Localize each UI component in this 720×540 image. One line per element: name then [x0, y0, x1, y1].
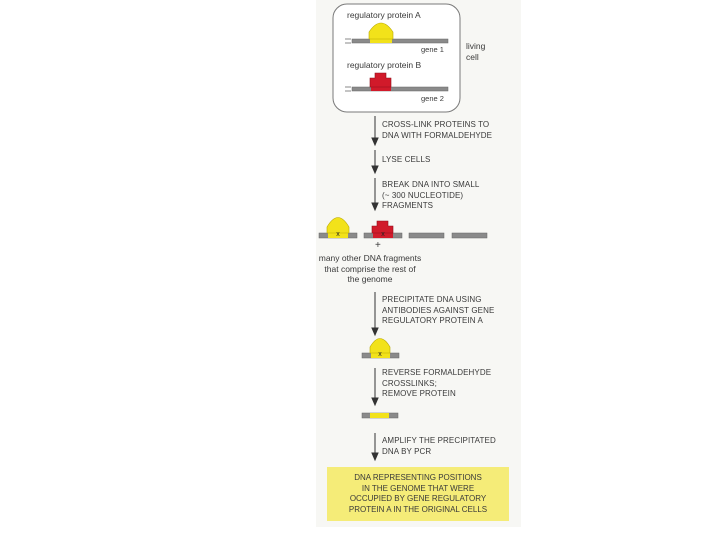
result-text: DNA REPRESENTING POSITIONS IN THE GENOME… — [327, 473, 509, 515]
other-fragments-note: many other DNA fragments that comprise t… — [310, 253, 430, 285]
fragment-protein-b: x — [364, 221, 402, 238]
step-lyse: LYSE CELLS — [382, 155, 430, 166]
step-reverse-crosslinks: REVERSE FORMALDEHYDE CROSSLINKS; REMOVE … — [382, 368, 491, 400]
fragment-plain-1 — [409, 233, 444, 238]
gene1-label: gene 1 — [421, 45, 444, 56]
process-arrows — [372, 116, 378, 460]
plus-sign: + — [375, 241, 381, 252]
svg-text:x: x — [378, 351, 382, 358]
step-crosslink: CROSS-LINK PROTEINS TO DNA WITH FORMALDE… — [382, 120, 492, 141]
protein-a-label: regulatory protein A — [347, 10, 421, 21]
gene2-label: gene 2 — [421, 94, 444, 105]
gene1-dna — [345, 39, 448, 43]
protein-b-label: regulatory protein B — [347, 60, 421, 71]
step-precipitate: PRECIPITATE DNA USING ANTIBODIES AGAINST… — [382, 295, 494, 327]
step-break-dna: BREAK DNA INTO SMALL (~ 300 NUCLEOTIDE) … — [382, 180, 479, 212]
svg-text:x: x — [336, 231, 340, 238]
fragment-plain-2 — [452, 233, 487, 238]
step-amplify: AMPLIFY THE PRECIPITATED DNA BY PCR — [382, 436, 496, 457]
precipitated-fragment: x — [362, 339, 399, 359]
svg-text:x: x — [381, 231, 385, 238]
fragment-protein-a: x — [319, 218, 357, 239]
free-dna-fragment — [362, 413, 398, 418]
gene2-dna — [345, 87, 448, 91]
living-cell-label: living cell — [466, 41, 485, 62]
